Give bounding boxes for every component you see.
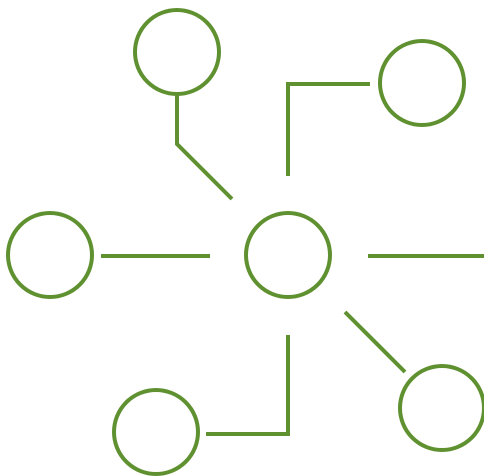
connector-top-right <box>286 82 370 176</box>
connector-bottom-left <box>206 335 290 436</box>
node-bottom-left <box>112 388 200 476</box>
connector-top-left <box>175 95 234 201</box>
node-top-left <box>133 8 221 96</box>
node-bottom-right <box>398 364 484 452</box>
node-top-right <box>378 39 466 127</box>
node-center <box>244 211 332 299</box>
node-left <box>6 211 94 299</box>
connector-bottom-right <box>343 310 407 374</box>
